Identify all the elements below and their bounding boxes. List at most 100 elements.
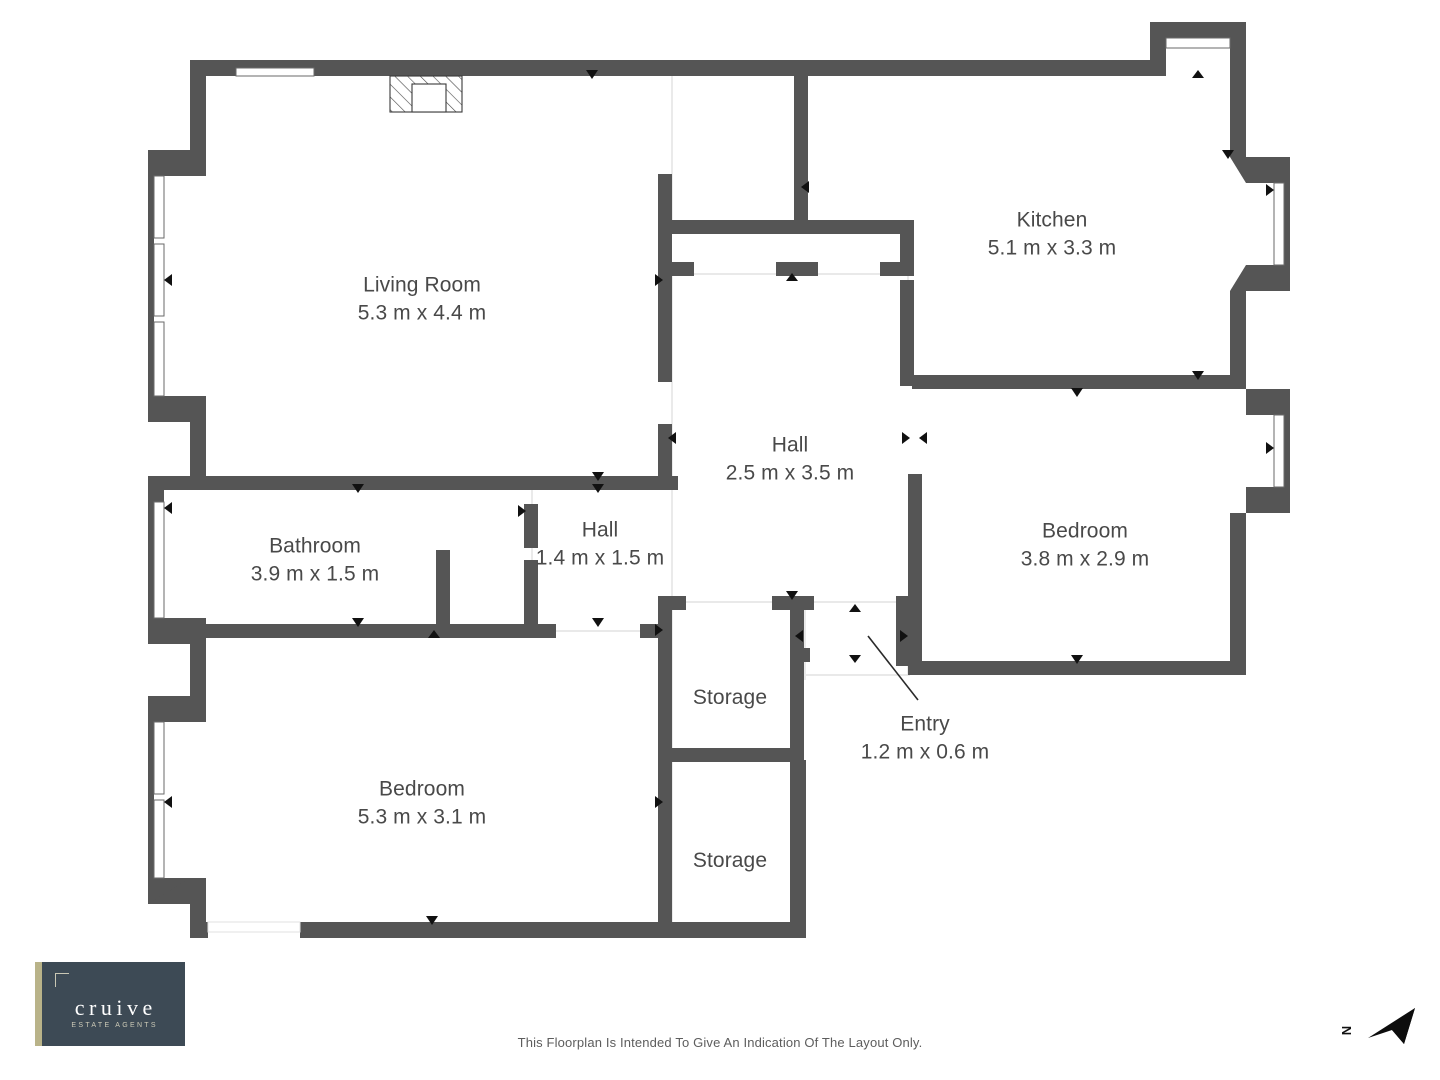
door-marker-bedroom-left [164,796,172,808]
door-marker-bedroom-right-top [1071,388,1083,397]
door-marker-entry-top [849,604,861,612]
fireplace-opening [411,83,447,113]
door-marker-kitchen-top-bay [1192,70,1204,78]
window-bedroom-bottom [207,921,301,933]
door-marker-kitchen-bay-right [1222,150,1234,159]
wall-living-bathroom-divider [148,476,672,490]
door-marker-entry-left [795,630,803,642]
logo-tagline: ESTATE AGENTS [71,1022,158,1029]
door-marker-center-bottom [786,273,798,281]
window-kitchen-top [1165,37,1231,49]
wall-bottom-right [672,922,806,938]
room-boundary-hairlines [531,70,910,935]
wall-left-bay-bottom-chamfer [148,878,190,904]
wall-left-mullion-bath [148,502,154,618]
wall-left-mid [190,396,206,476]
door-marker-smallhall-top [592,484,604,493]
north-arrow-icon [1368,1008,1415,1044]
window-kitchen-right [1273,182,1285,266]
wall-storage-right-lower [790,760,806,938]
wall-bay-top-head [1150,22,1246,38]
wall-left-bay-mullion-col [148,176,154,396]
wall-center-stub-left [658,262,694,276]
door-marker-bathroom-bottom [352,618,364,627]
fireplace [389,75,463,113]
door-marker-living-left [164,274,172,286]
wall-storage-divider [672,748,804,762]
brand-logo[interactable]: cruive ESTATE AGENTS [35,962,185,1046]
wall-smallhall-left [524,504,538,548]
wall-top-right [922,60,1165,76]
door-marker-smallhall-bottom [592,618,604,627]
wall-kitchen-bottom [912,375,1230,389]
door-marker-storage-left [655,624,663,636]
wall-entry-left-stub [790,648,810,662]
door-marker-hall-right [902,432,910,444]
wall-bedroom-entry-join [896,596,914,610]
logo-accent-bar [35,962,42,1046]
wall-top-mid-right [807,60,922,76]
window-bathroom-left [153,501,165,619]
wall-bathroom-stub-vert [436,550,450,628]
wall-left-bathroom [148,476,164,502]
walls [148,22,1290,938]
wall-left-mullion-lower [148,722,154,878]
wall-bottom-main [300,922,672,938]
window-left-bay-b [153,243,165,317]
logo-corner-bracket-icon [55,973,69,987]
door-marker-bedroom-left-top [428,630,440,638]
wall-center-stub-mid [776,262,818,276]
wall-bedroom-bay-mullion [1284,415,1290,487]
wall-smallhall-left-lower [524,560,538,624]
wall-bedroom-left-doorjamb [658,624,672,632]
wall-left-upper [190,60,206,150]
windows [153,37,1285,933]
wall-kitchen-bay-chamfer-bot [1230,265,1246,291]
wall-bay-right-drop [1230,62,1246,157]
wall-kitchen-bay-chamfer-top [1230,157,1246,183]
door-marker-center-upper [801,181,809,193]
floorplan-disclaimer: This Floorplan Is Intended To Give An In… [517,1035,923,1050]
door-marker-storage-top [786,591,798,600]
window-bedroom-right [1273,414,1285,488]
wall-bottom-left-stub [190,922,208,938]
wall-kitchen-bay-upper-block [1246,157,1290,183]
wall-left-bay-upper-block [148,150,206,176]
wall-kitchen-bay-mullion [1284,183,1290,265]
door-marker-kitchen-bottom [1192,371,1204,380]
wall-bathroom-bottom [148,624,556,638]
door-marker-bedroom-right-win [1266,442,1274,454]
door-marker-bedroom-left-bottom [426,916,438,925]
window-living-top [235,67,315,77]
wall-kitchen-right-lower [1230,291,1246,387]
wall-bedroom-bay-upper-block [1246,389,1290,415]
door-marker-smallhall-left [518,505,526,517]
north-label: N [1339,1025,1355,1036]
door-marker-bathroom-top2 [592,472,604,481]
wall-storage-right-upper [790,604,804,756]
door-marker-bathroom-top [352,484,364,493]
door-marker-living-right [655,274,663,286]
logo-plate [42,962,185,1046]
wall-center-horiz [658,220,914,234]
wall-storage-left [658,604,672,936]
door-marker-bathroom-left [164,502,172,514]
wall-top-mid-left [672,60,807,76]
window-bedroom-left-a [153,721,165,795]
door-marker-kitchen-right-win [1266,184,1274,196]
door-marker-bedroom-right-door [919,432,927,444]
door-marker-entry-bottom [849,655,861,663]
window-left-bay-c [153,321,165,397]
window-left-bay-a [153,175,165,239]
wall-center-vert-left-top [658,174,672,234]
logo-wordmark: cruive [74,995,157,1020]
wall-left-bay-lower2-block [148,696,206,722]
wall-center-stub-right [880,262,914,276]
wall-center-vert-mid [794,60,808,234]
door-markers [164,70,1274,925]
door-marker-entry-right [900,630,908,642]
wall-bedroom-bottom [908,661,1246,675]
wall-bedroom-bay-lower-block [1246,487,1290,513]
entry-leader-line [867,635,919,701]
